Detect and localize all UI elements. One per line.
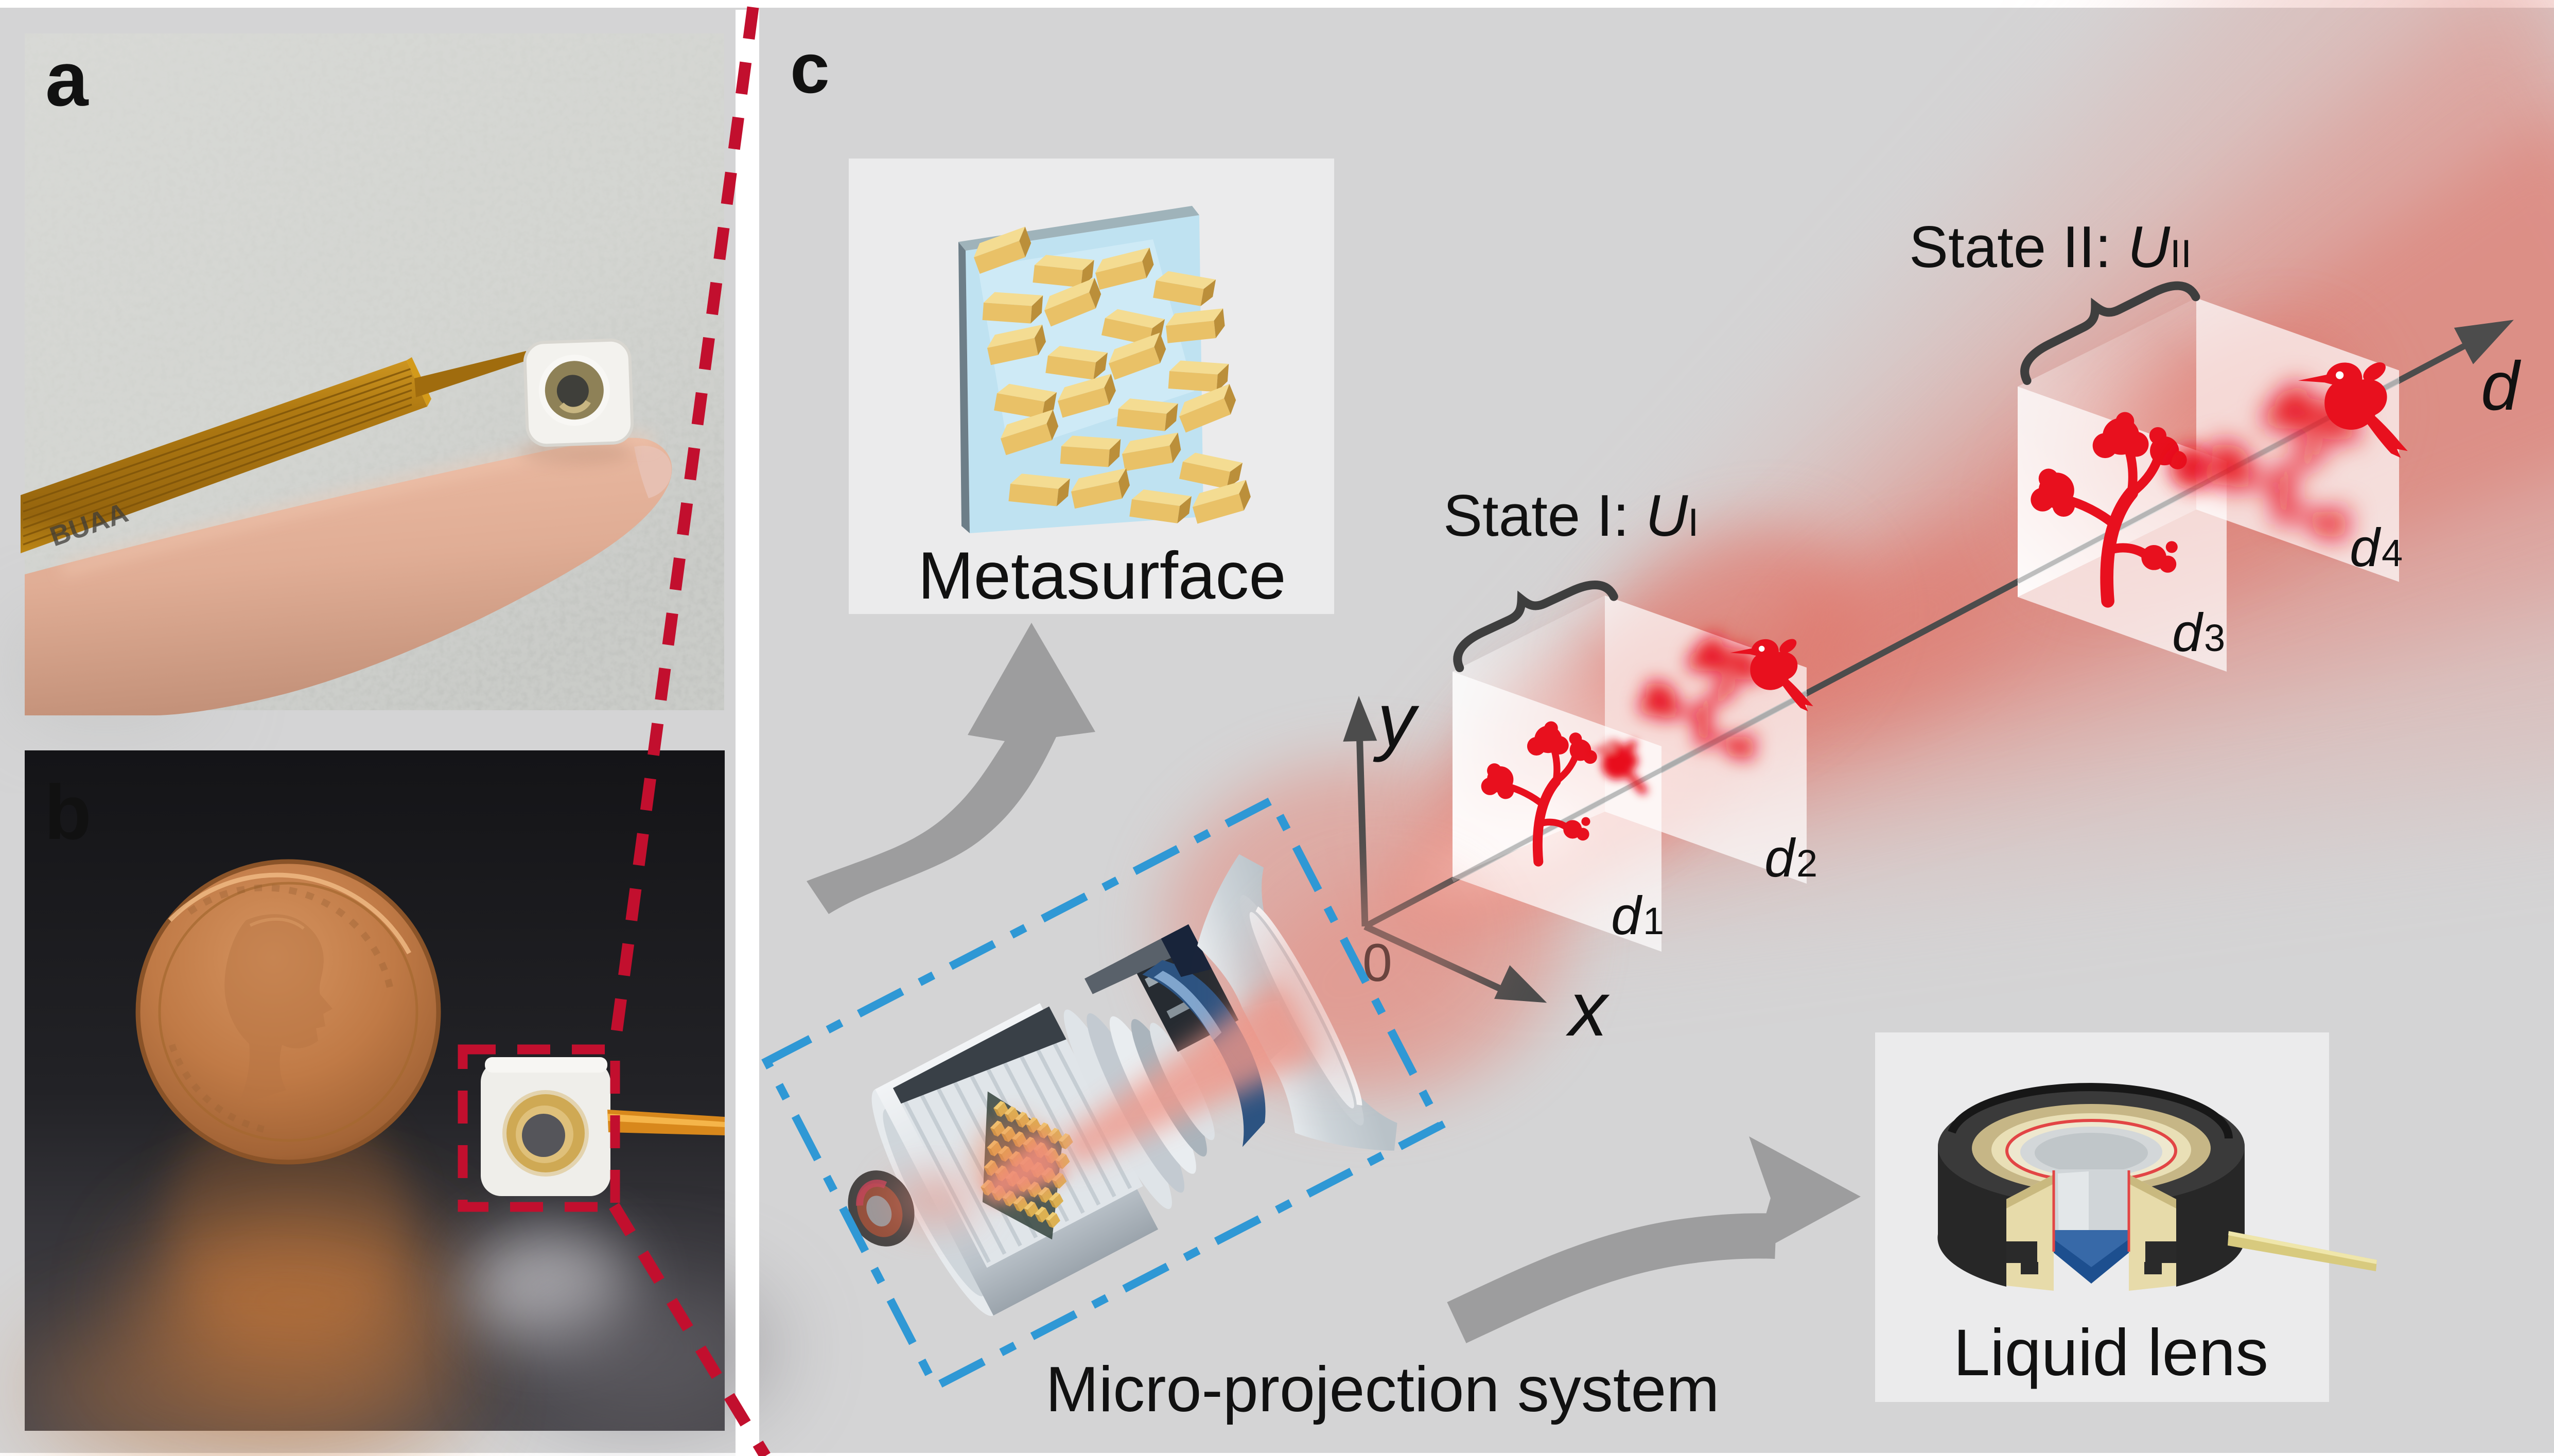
svg-text:Metasurface: Metasurface: [918, 538, 1286, 613]
svg-text:d: d: [1764, 828, 1796, 888]
svg-text:b: b: [44, 769, 92, 855]
svg-text:2: 2: [1796, 842, 1817, 885]
svg-text:y: y: [1373, 678, 1420, 763]
svg-text:d: d: [1611, 886, 1643, 946]
svg-text:c: c: [790, 29, 830, 108]
svg-text:x: x: [1566, 966, 1610, 1052]
svg-text:a: a: [45, 36, 89, 122]
svg-text:State I: UI: State I: UI: [1443, 483, 1699, 549]
svg-text:4: 4: [2382, 532, 2403, 574]
svg-text:Micro-projection system: Micro-projection system: [1045, 1354, 1719, 1425]
svg-text:1: 1: [1643, 900, 1664, 942]
svg-text:3: 3: [2204, 617, 2225, 659]
svg-text:d: d: [2481, 348, 2522, 425]
svg-text:Liquid lens: Liquid lens: [1953, 1316, 2268, 1390]
svg-text:d: d: [2172, 603, 2204, 663]
svg-text:State II: UII: State II: UII: [1909, 215, 2192, 280]
svg-text:d: d: [2350, 518, 2382, 578]
